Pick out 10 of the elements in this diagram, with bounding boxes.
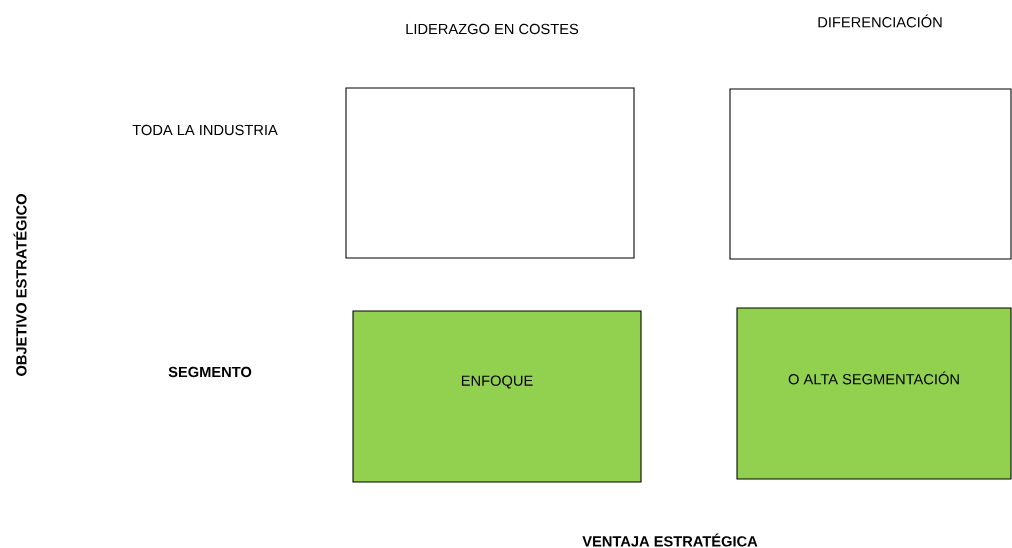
- column-heading: LIDERAZGO EN COSTES: [406, 23, 579, 35]
- empty-box: [345, 87, 635, 259]
- row-heading: SEGMENTO: [168, 366, 252, 378]
- axis-title: VENTAJA ESTRATÉGICA: [582, 533, 758, 547]
- empty-box: [729, 88, 1012, 260]
- column-heading: DIFERENCIACIÓN: [818, 14, 942, 28]
- axis-title: OBJETIVO ESTRATÉGICO: [13, 194, 27, 376]
- strategy-box: ENFOQUE: [352, 310, 642, 483]
- strategy-box: O ALTA SEGMENTACIÓN: [736, 307, 1012, 480]
- row-heading: TODA LA INDUSTRIA: [132, 124, 278, 136]
